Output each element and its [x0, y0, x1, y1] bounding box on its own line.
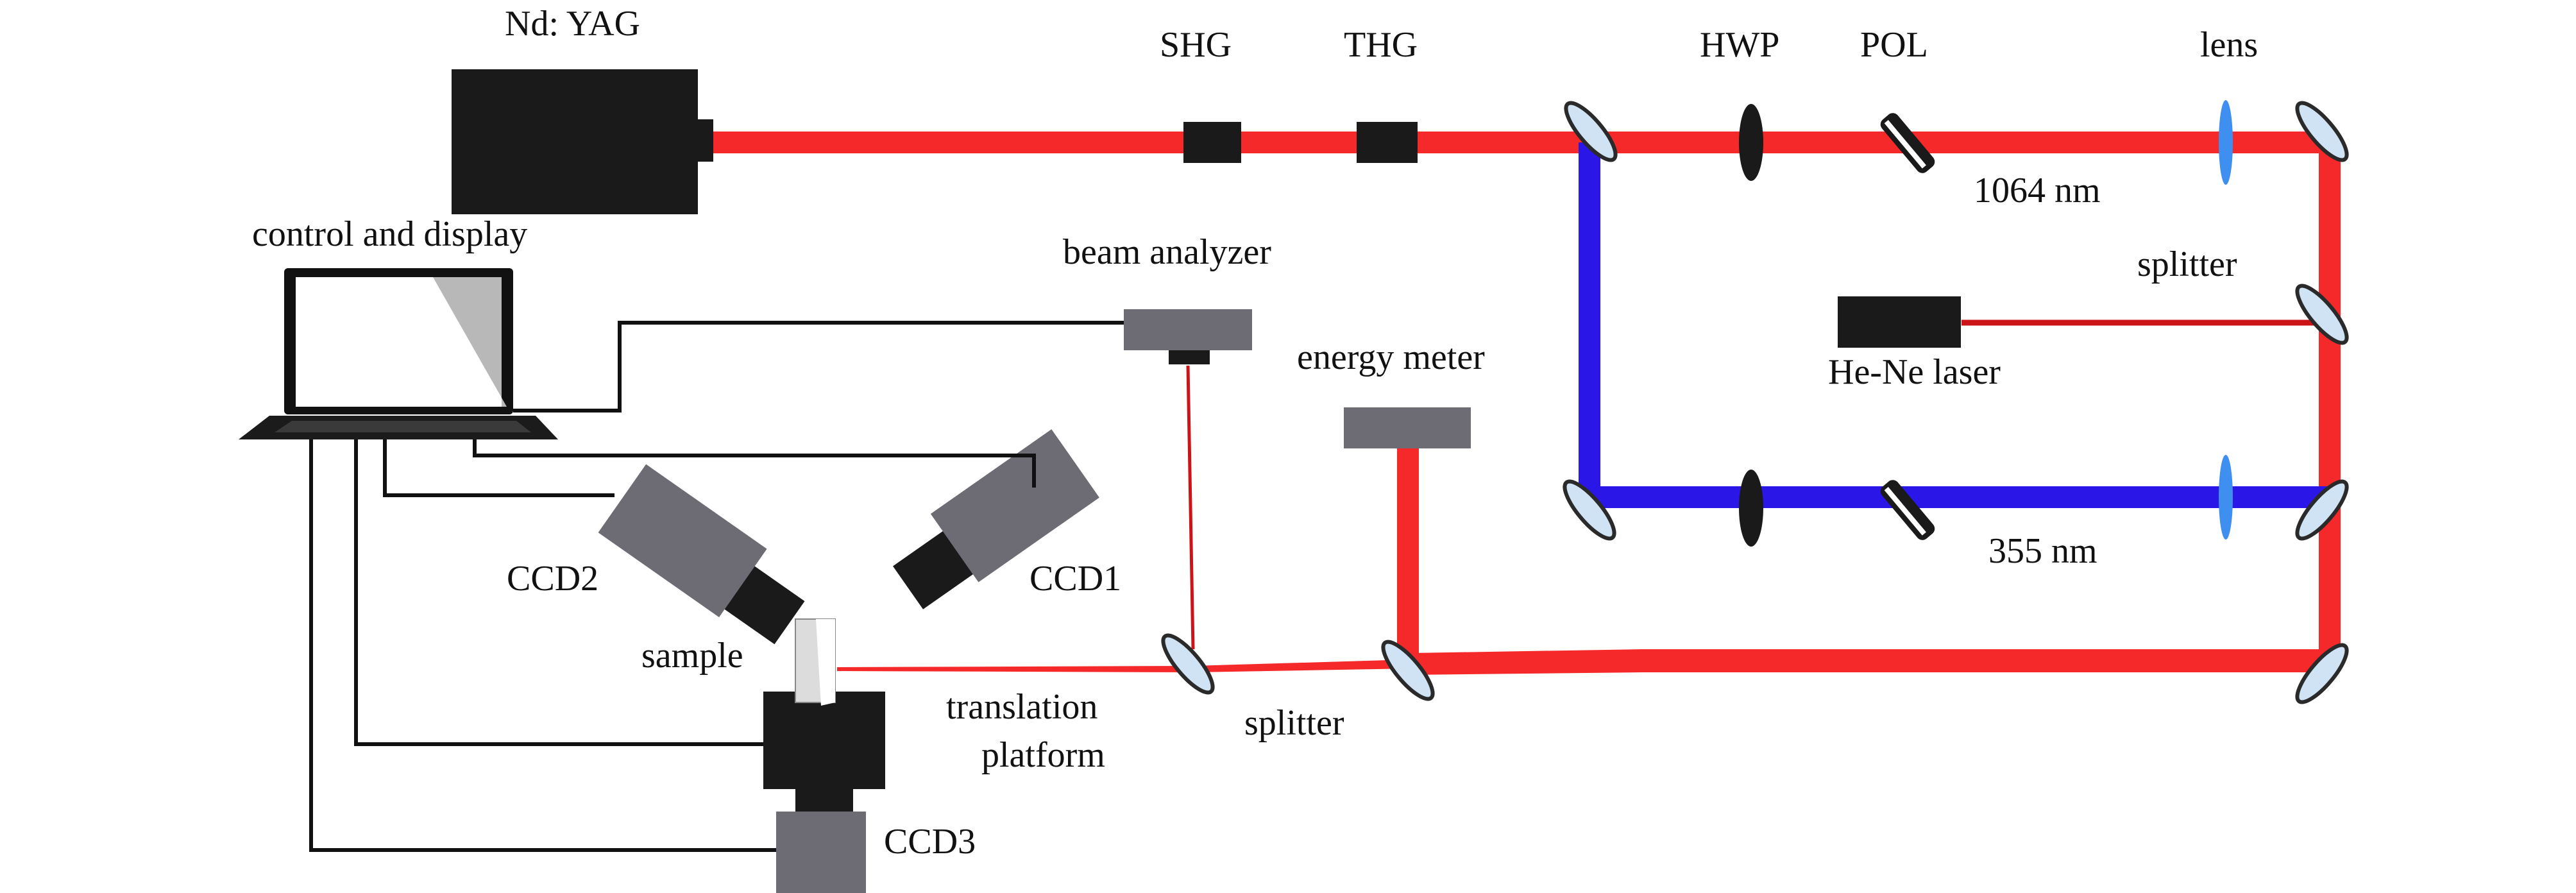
he-ne-laser — [1838, 296, 1961, 348]
cable-beam-analyzer — [513, 321, 1124, 412]
mirror-splitter-right — [2295, 284, 2349, 345]
label-he-ne: He-Ne laser — [1828, 352, 2001, 392]
translation-platform — [763, 692, 885, 789]
mirror-mid-right — [2295, 479, 2349, 541]
label-nd-yag: Nd: YAG — [505, 4, 640, 44]
label-energy-meter: energy meter — [1297, 337, 1485, 377]
ccd2-camera — [598, 464, 805, 645]
energy-meter — [1344, 407, 1471, 448]
cable-ccd1 — [473, 439, 1036, 488]
platform-neck — [795, 789, 853, 812]
label-splitter-bottom: splitter — [1244, 703, 1344, 743]
mirror-top-right — [2295, 101, 2349, 162]
lens-355 — [2219, 455, 2233, 540]
shg-crystal — [1183, 122, 1241, 163]
label-splitter-right: splitter — [2137, 244, 2237, 284]
beam-analyzer — [1124, 309, 1252, 364]
labels: Nd: YAG SHG THG HWP POL lens 1064 nm spl… — [252, 4, 2258, 862]
nd-yag-laser — [452, 69, 713, 214]
cable-ccd3 — [309, 439, 776, 852]
beam-1064-return — [1411, 649, 2330, 675]
mirror-top-left — [1564, 101, 1618, 162]
label-lens: lens — [2200, 25, 2258, 65]
laptop-computer — [239, 268, 558, 439]
lens-1064 — [2219, 100, 2233, 185]
pol-1064-glint — [1884, 119, 1926, 169]
beam-1064-to-sample — [837, 659, 1411, 672]
laptop-keyboard — [275, 421, 531, 432]
label-platform: platform — [981, 735, 1105, 775]
mirror-bottom-left-blue — [1563, 479, 1616, 541]
hwp-355 — [1739, 470, 1763, 547]
pol-355-glint — [1884, 486, 1926, 536]
label-ccd3: CCD3 — [884, 822, 976, 862]
beam-to-beam-analyzer — [1186, 365, 1195, 650]
label-shg: SHG — [1160, 25, 1232, 65]
label-ccd2: CCD2 — [507, 559, 598, 599]
waveplates — [1739, 104, 1763, 547]
laptop-screen-glare — [433, 277, 507, 407]
label-pol: POL — [1860, 25, 1928, 65]
label-355nm: 355 nm — [1988, 531, 2097, 571]
sample-block — [795, 618, 836, 706]
splitter-energy — [1381, 640, 1435, 701]
thg-crystal — [1357, 122, 1418, 163]
label-beam-analyzer: beam analyzer — [1063, 232, 1271, 272]
cable-platform — [354, 439, 763, 746]
label-sample: sample — [641, 636, 743, 676]
ccd3-camera — [776, 812, 866, 893]
polarizers — [1880, 113, 1935, 540]
label-1064nm: 1064 nm — [1974, 171, 2101, 210]
ccd1-camera — [893, 429, 1099, 609]
mirrors — [1161, 101, 2349, 704]
cables — [309, 321, 1124, 852]
label-ccd1: CCD1 — [1030, 559, 1121, 599]
mirror-bottom-right — [2295, 643, 2349, 704]
hwp-1064 — [1739, 104, 1763, 181]
splitter-analyzer — [1161, 633, 1215, 695]
label-translation: translation — [946, 687, 1097, 727]
laser-beams — [711, 132, 2341, 675]
cable-ccd2 — [383, 439, 614, 497]
label-thg: THG — [1344, 25, 1418, 65]
label-hwp: HWP — [1700, 25, 1779, 65]
label-control-display: control and display — [252, 214, 527, 254]
lenses — [2219, 100, 2233, 540]
